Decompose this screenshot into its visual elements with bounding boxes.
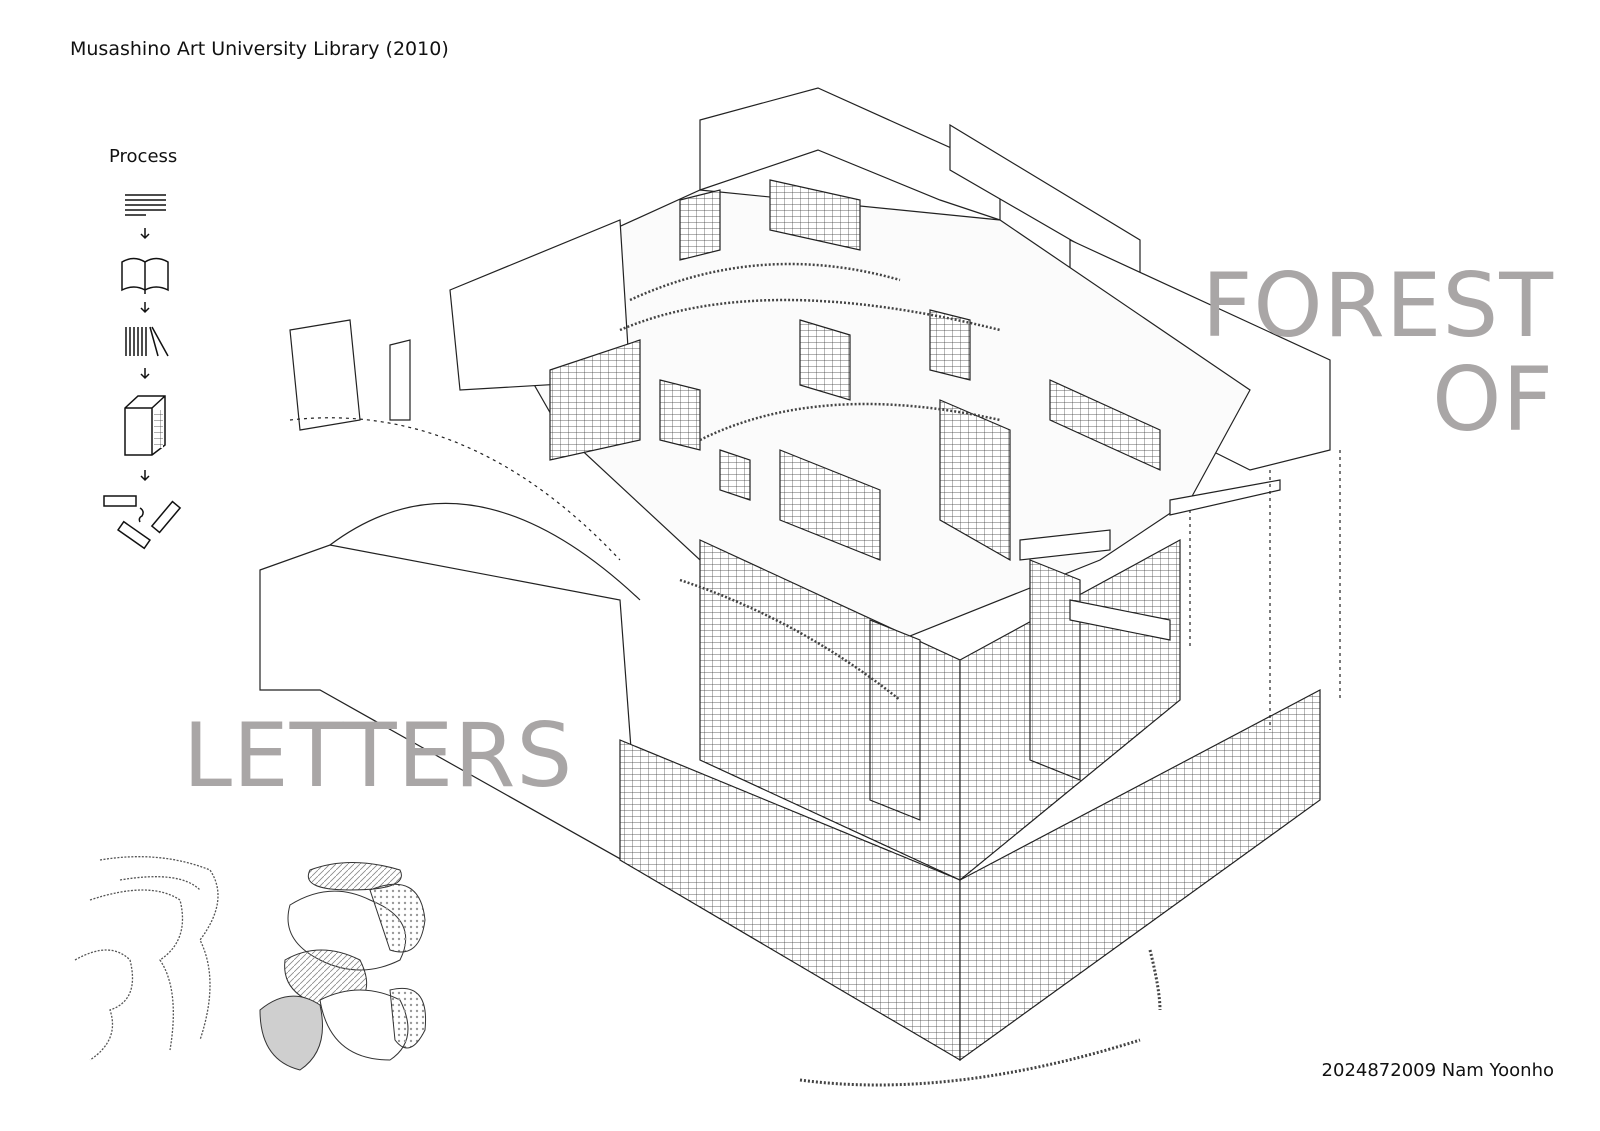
- headline-forest: FOREST: [1201, 254, 1554, 357]
- text-lines-icon: [125, 194, 166, 216]
- letter-flow-diagram: [74, 856, 219, 1061]
- arrow-down-icon: [140, 302, 150, 314]
- arrow-down-icon: [140, 228, 150, 240]
- headline-of: OF: [1432, 348, 1554, 451]
- arrow-down-icon: [140, 470, 150, 482]
- process-icons: [103, 194, 182, 550]
- scattered-shelves-icon: [103, 495, 182, 550]
- pattern-zones-diagram: [259, 862, 427, 1071]
- headline-letters: LETTERS: [183, 704, 574, 807]
- process-label: Process: [109, 146, 178, 167]
- library-axonometric: [259, 87, 1341, 1087]
- page-title: Musashino Art University Library (2010): [70, 38, 449, 60]
- open-book-icon: [121, 257, 169, 294]
- arrow-down-icon: [140, 368, 150, 380]
- book-spines-icon: [125, 326, 169, 357]
- author-credit: 2024872009 Nam Yoonho: [1321, 1060, 1554, 1081]
- bookshelf-icon: [124, 395, 166, 456]
